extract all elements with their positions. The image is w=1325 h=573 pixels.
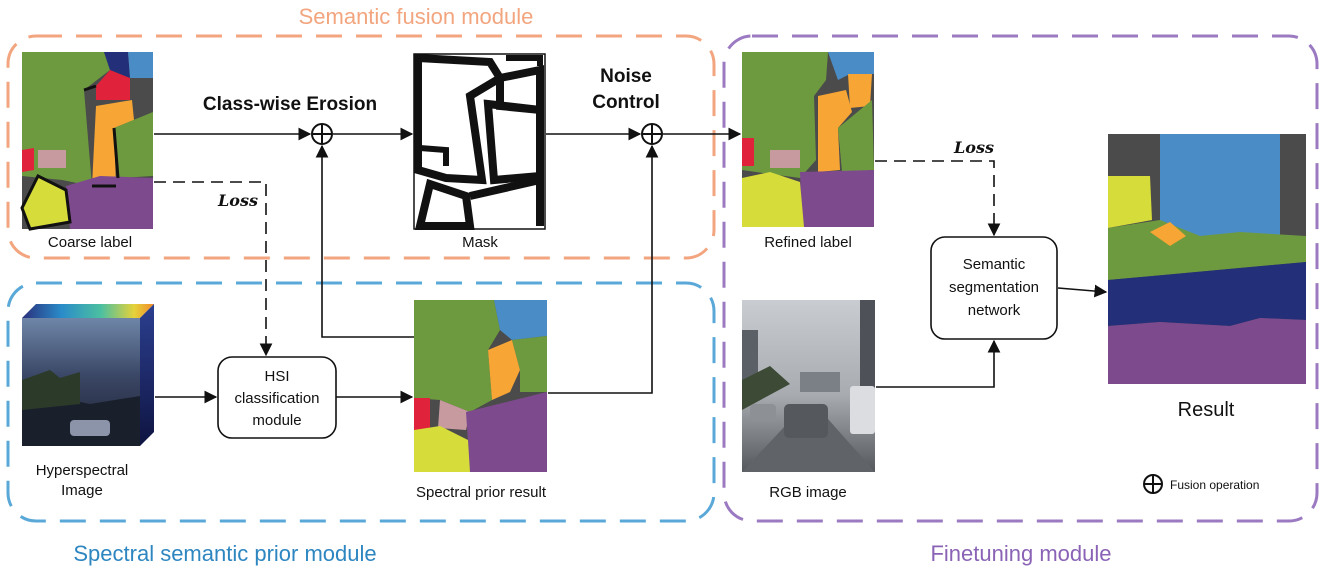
arrow-prior-to-erosion <box>315 144 414 338</box>
hsi-box-line1: HSI <box>264 368 289 385</box>
spectral-prior-result-image <box>414 300 547 472</box>
prior-module-title: Spectral semantic prior module <box>73 541 376 566</box>
seg-box-line1: Semantic <box>963 256 1026 273</box>
coarse-label-caption: Coarse label <box>48 234 132 251</box>
result-caption: Result <box>1178 399 1235 421</box>
result-image <box>1108 134 1306 384</box>
arrow-loss-refined <box>875 160 1001 237</box>
mask-caption: Mask <box>462 234 498 251</box>
noise-fusion-node <box>641 123 663 145</box>
erosion-fusion-node <box>311 123 333 145</box>
hyperspectral-cube-image <box>22 304 154 446</box>
hsi-box-line2: classification <box>234 390 319 407</box>
arrow-prior-to-noise <box>548 144 659 394</box>
fusion-module-title: Semantic fusion module <box>299 4 534 29</box>
refined-label-image <box>742 52 874 227</box>
mask-image <box>413 53 546 230</box>
refined-label-caption: Refined label <box>764 234 852 251</box>
hyperspectral-caption-line2: Image <box>61 482 103 499</box>
fusion-legend-text: Fusion operation <box>1170 478 1259 492</box>
arrow-seg-to-result <box>1057 284 1108 298</box>
seg-box-line3: network <box>968 302 1021 319</box>
coarse-label-image <box>20 52 153 231</box>
noise-label-line1: Noise <box>600 66 652 87</box>
hsi-box-line3: module <box>252 412 301 429</box>
flow-arrows <box>154 127 1108 404</box>
seg-box-line2: segmentation <box>949 279 1039 296</box>
rgb-caption: RGB image <box>769 484 847 501</box>
semantic-fusion-module <box>6 34 716 260</box>
rgb-image <box>742 300 875 472</box>
loss-label-refined: Loss <box>953 138 994 157</box>
erosion-label: Class-wise Erosion <box>203 94 377 115</box>
hyperspectral-caption-line1: Hyperspectral <box>36 462 129 479</box>
arrow-rgb-to-seg <box>876 339 1001 388</box>
loss-label-coarse: Loss <box>217 191 258 210</box>
spectral-prior-caption: Spectral prior result <box>416 484 547 501</box>
spectral-prior-module <box>6 281 716 523</box>
segmentation-network-box <box>930 236 1058 340</box>
fusion-operation-legend: Fusion operation <box>1143 474 1259 494</box>
noise-label-line2: Control <box>592 92 660 113</box>
finetune-module-title: Finetuning module <box>930 541 1111 566</box>
finetuning-module <box>722 34 1319 523</box>
